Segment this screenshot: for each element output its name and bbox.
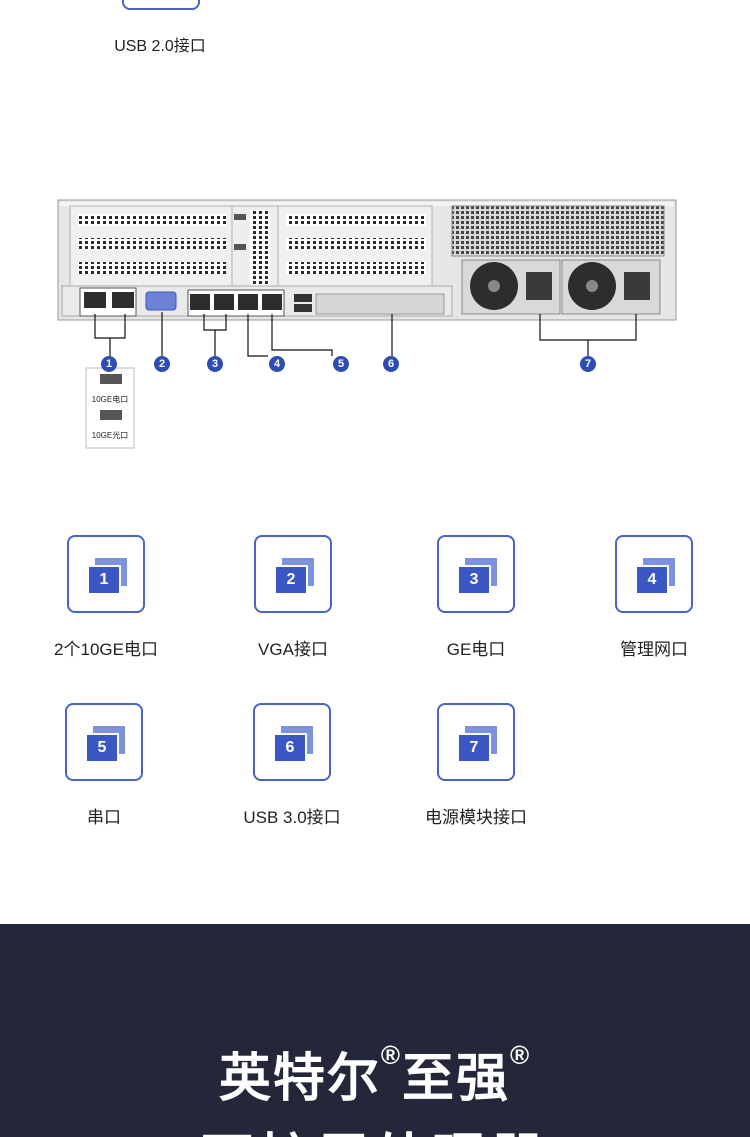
callout-3: 3 [207, 356, 223, 372]
callout-1: 1 [101, 356, 117, 372]
port-5-icon: 5 [65, 703, 143, 781]
port-item-7: 7 电源模块接口 [401, 703, 551, 828]
port-2-icon: 2 [254, 535, 332, 613]
port-item-2: 2 VGA接口 [218, 535, 368, 660]
port-3-icon: 3 [437, 535, 515, 613]
port-2-label: VGA接口 [258, 640, 328, 659]
usb2-label: USB 2.0接口 [114, 38, 206, 55]
banner-title-a: 英特尔 [218, 1050, 381, 1108]
port-1-label: 2个10GE电口 [54, 640, 158, 659]
port-7-label: 电源模块接口 [425, 808, 527, 827]
port-5-label: 串口 [87, 808, 121, 827]
callout-2: 2 [154, 356, 170, 372]
port-6-label: USB 3.0接口 [243, 808, 341, 827]
port-item-6: 6 USB 3.0接口 [217, 703, 367, 828]
callout-5: 5 [333, 356, 349, 372]
port-item-3: 3 GE电口 [401, 535, 551, 660]
port-4-icon: 4 [615, 535, 693, 613]
registered-mark-1: ® [380, 1040, 402, 1070]
usb2-port-icon [122, 0, 200, 10]
processor-banner: 英特尔®至强® 可扩展处理器 [0, 924, 750, 1137]
callout-4: 4 [269, 356, 285, 372]
port-1-icon: 1 [67, 535, 145, 613]
port-item-5: 5 串口 [29, 703, 179, 828]
port-7-icon: 7 [437, 703, 515, 781]
port-item-1: 1 2个10GE电口 [31, 535, 181, 660]
server-rear-panel-diagram: 1 2 3 4 5 6 7 10GE电口 10GE光口 [0, 190, 750, 460]
banner-title: 英特尔®至强® [0, 1036, 750, 1111]
inset-label-10ge-copper: 10GE电口 [91, 395, 129, 404]
port-3-label: GE电口 [446, 640, 506, 659]
port-6-icon: 6 [253, 703, 331, 781]
port-item-4: 4 管理网口 [579, 535, 729, 660]
port-4-label: 管理网口 [620, 640, 688, 659]
callout-7: 7 [580, 356, 596, 372]
inset-label-10ge-optical: 10GE光口 [91, 431, 129, 440]
banner-subtitle: 可扩展处理器 [0, 1116, 750, 1137]
registered-mark-2: ® [510, 1040, 532, 1070]
callout-6: 6 [383, 356, 399, 372]
banner-title-b: 至强 [402, 1050, 511, 1108]
